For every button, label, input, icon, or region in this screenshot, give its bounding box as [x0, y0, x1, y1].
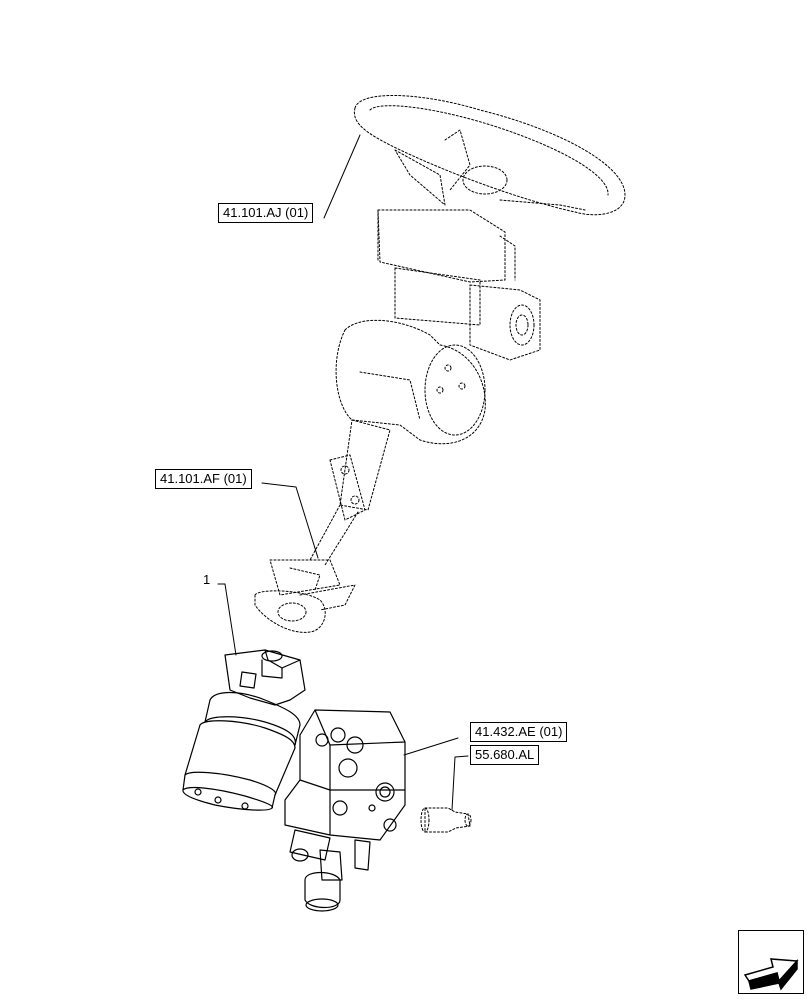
leader-lines — [217, 134, 469, 811]
item-number-steering-unit: 1 — [203, 572, 211, 587]
pressure-sensor[interactable] — [420, 807, 472, 833]
valve-block[interactable] — [284, 709, 406, 912]
tilt-bracket — [335, 319, 486, 445]
steering-wheel — [353, 95, 626, 216]
next-page-arrow-icon[interactable] — [738, 930, 804, 994]
callout-steering-wheel[interactable]: 41.101.AJ (01) — [218, 203, 314, 223]
callout-steering-shaft[interactable]: 41.101.AF (01) — [155, 469, 252, 489]
callout-valve-block[interactable]: 41.432.AE (01) — [470, 722, 568, 742]
steering-shaft — [309, 419, 391, 566]
callout-pressure-sensor[interactable]: 55.680.AL — [470, 745, 540, 765]
steering-unit[interactable] — [182, 649, 306, 811]
shaft-coupling — [254, 559, 356, 633]
steering-column-housing — [377, 209, 541, 361]
